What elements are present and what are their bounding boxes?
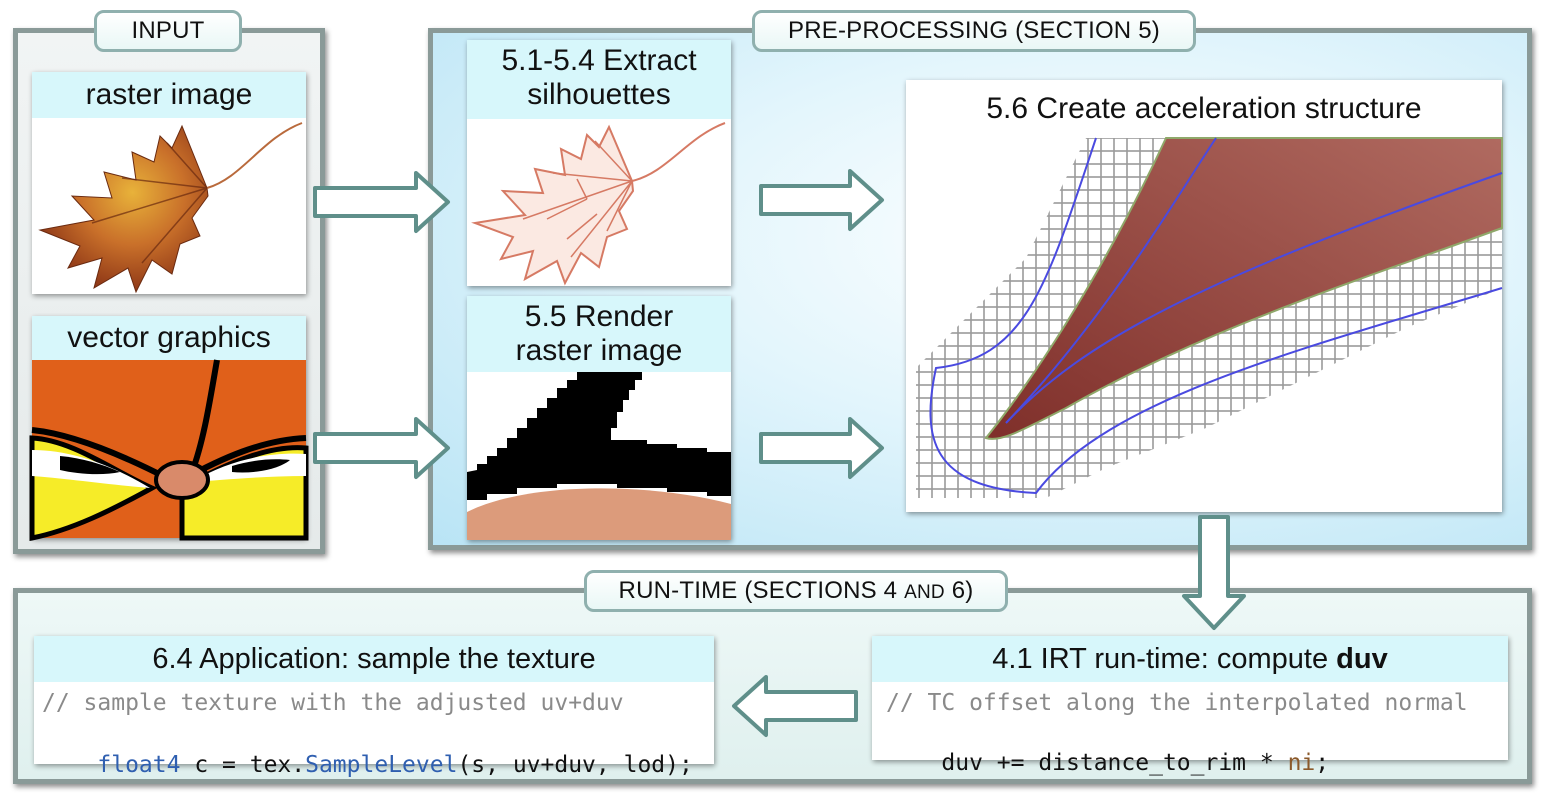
render-header-line2: raster image xyxy=(515,334,683,367)
application-card: 6.4 Application: sample the texture // s… xyxy=(34,636,714,778)
irt-runtime-card: 4.1 IRT run-time: compute duv // TC offs… xyxy=(872,636,1508,776)
arrow-extract-to-accel xyxy=(759,169,884,231)
arrow-input-to-render xyxy=(313,417,450,479)
arrow-irt-to-application xyxy=(732,675,858,737)
irt-code-comment: // TC offset along the interpolated norm… xyxy=(886,690,1468,716)
irt-header-bold: duv xyxy=(1336,643,1388,675)
code-function: SampleLevel xyxy=(305,752,458,778)
irt-code-line: duv += distance_to_rim * ni; xyxy=(886,724,1329,802)
runtime-tag-main: RUN-TIME (SECTIONS 4 xyxy=(618,577,898,604)
application-code-comment: // sample texture with the adjusted uv+d… xyxy=(42,690,624,716)
render-header-line1: 5.5 Render xyxy=(524,300,674,333)
code-type-keyword: float4 xyxy=(97,752,181,778)
extract-silhouettes-header: 5.1-5.4 Extract silhouettes xyxy=(467,40,731,119)
runtime-tag-and: AND xyxy=(904,582,945,603)
extract-header-line2: silhouettes xyxy=(527,78,671,111)
arrow-accel-to-runtime xyxy=(1182,515,1246,630)
irt-runtime-header: 4.1 IRT run-time: compute duv xyxy=(872,636,1508,682)
acceleration-structure-card: 5.6 Create acceleration structure xyxy=(906,80,1503,512)
leaf-silhouette xyxy=(471,122,726,286)
raster-image-card: raster image xyxy=(32,72,306,294)
arrow-render-to-accel xyxy=(759,417,884,479)
runtime-tag: RUN-TIME (SECTIONS 4 AND 6) xyxy=(584,570,1008,612)
leaf-image xyxy=(38,122,303,294)
code-mid: c = tex. xyxy=(180,752,306,778)
vector-graphics-header: vector graphics xyxy=(32,316,306,360)
irt-code-var: ni xyxy=(1287,750,1316,776)
input-tag: INPUT xyxy=(94,10,242,52)
irt-code-end: ; xyxy=(1315,750,1330,776)
render-raster-card: 5.5 Render raster image xyxy=(467,296,731,540)
code-end: (s, uv+duv, lod); xyxy=(457,752,693,778)
acceleration-structure-header: 5.6 Create acceleration structure xyxy=(906,80,1502,138)
acceleration-grid xyxy=(916,137,1503,498)
extract-header-line1: 5.1-5.4 Extract xyxy=(501,44,697,77)
preprocessing-tag: PRE-PROCESSING (SECTION 5) xyxy=(752,10,1196,52)
vector-graphics-card: vector graphics xyxy=(29,316,309,542)
render-raster-header: 5.5 Render raster image xyxy=(467,296,731,372)
extract-silhouettes-card: 5.1-5.4 Extract silhouettes xyxy=(467,40,731,286)
garfield-eyes xyxy=(29,359,309,542)
irt-code-main: duv += distance_to_rim * xyxy=(941,750,1288,776)
application-header: 6.4 Application: sample the texture xyxy=(34,636,714,682)
application-code-line: float4 c = tex.SampleLevel(s, uv+duv, lo… xyxy=(42,726,693,804)
raster-image-header: raster image xyxy=(32,72,306,118)
arrow-input-to-extract xyxy=(313,171,450,233)
rendered-raster xyxy=(467,372,731,540)
runtime-tag-end: 6) xyxy=(951,577,974,604)
irt-header-prefix: 4.1 IRT run-time: compute xyxy=(992,643,1337,675)
